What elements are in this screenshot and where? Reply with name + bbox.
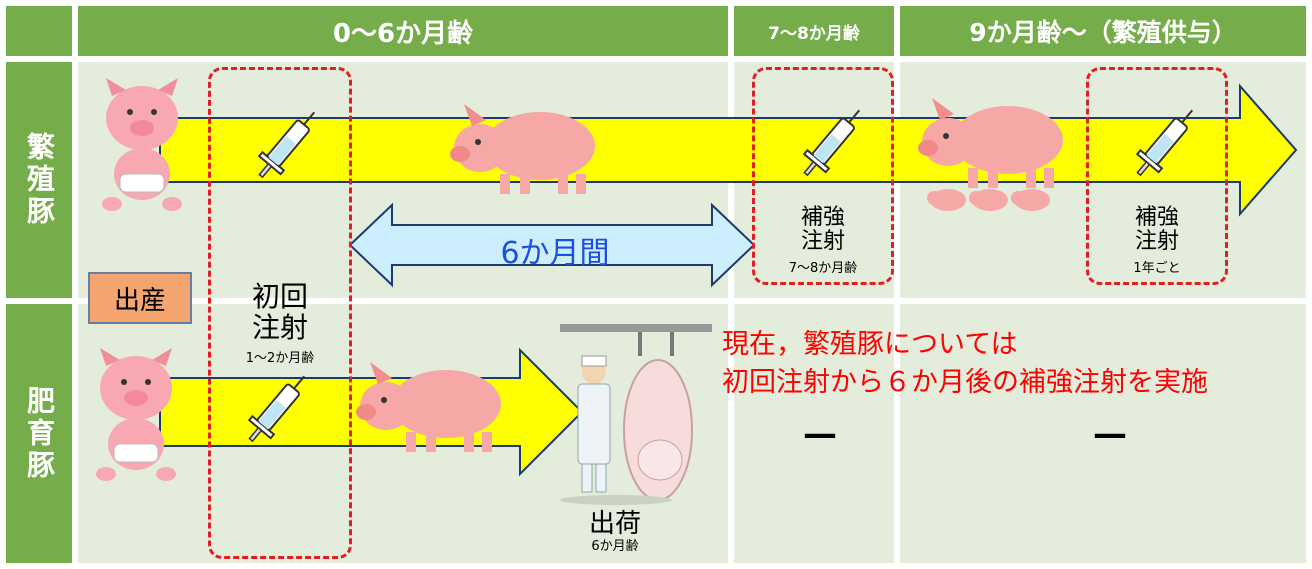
cell-fattening-col3 <box>900 304 1306 563</box>
first-injection-box <box>208 67 352 559</box>
pig-icon <box>450 104 595 194</box>
shipment-illustration <box>560 324 712 505</box>
first-injection-title: 初回 注射 <box>251 280 308 344</box>
piglet-baby-icon <box>96 348 176 481</box>
birth-label: 出産 <box>88 272 192 324</box>
shipment-age: 6か月齢 <box>591 539 639 554</box>
syringe-icon <box>802 109 861 177</box>
first-injection-age: 1〜2か月齢 <box>245 351 315 366</box>
booster2-age: 1年ごと <box>1133 261 1181 276</box>
interval-label: 6か月間 <box>500 236 610 271</box>
cell-fattening-col2 <box>734 304 894 563</box>
booster1-title: 補強 注射 <box>800 205 845 255</box>
booster2-title: 補強 注射 <box>1134 205 1179 255</box>
note-line1: 現在，繁殖豚については <box>722 329 1018 360</box>
booster1-age: 7〜8か月齢 <box>788 261 858 276</box>
not-applicable-dash: — <box>803 414 837 454</box>
header-col1: 0〜6か月齢 <box>78 6 728 56</box>
booster-box-2 <box>1086 67 1228 285</box>
small-piglets-icon <box>927 189 1050 211</box>
syringe-icon <box>247 375 306 443</box>
row-label-breeding: 繁殖豚 <box>6 62 72 298</box>
not-applicable-dash: — <box>1093 414 1127 454</box>
shipment-title: 出荷 <box>588 509 641 539</box>
pig-icon <box>356 362 501 452</box>
header-col3: 9か月齢〜（繁殖供与） <box>900 6 1306 56</box>
row-label-fattening: 肥育豚 <box>6 304 72 563</box>
syringe-icon <box>257 111 316 179</box>
header-col2: 7〜8か月齢 <box>734 6 894 56</box>
header-corner <box>6 6 72 56</box>
piglet-baby-icon <box>102 78 182 211</box>
note-line2: 初回注射から６か月後の補強注射を実施 <box>722 367 1208 398</box>
syringe-icon <box>1135 109 1194 177</box>
booster-box-1 <box>752 67 894 285</box>
pig-icon <box>918 98 1063 188</box>
